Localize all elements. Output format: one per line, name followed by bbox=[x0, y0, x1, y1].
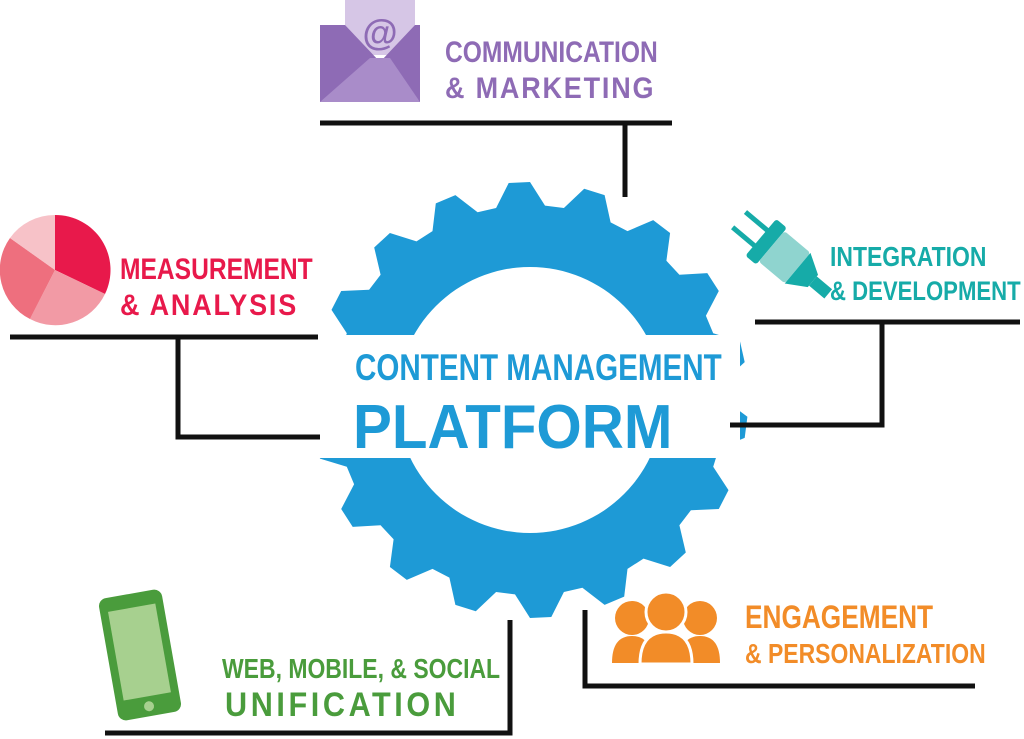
integration-subtitle: & DEVELOPMENT bbox=[830, 276, 1021, 306]
connector-web bbox=[105, 620, 513, 736]
svg-text:@: @ bbox=[362, 12, 397, 53]
connector-integration-stem bbox=[730, 322, 885, 428]
engagement-subtitle: & PERSONALIZATION bbox=[745, 638, 986, 669]
phone-icon bbox=[98, 589, 182, 721]
center-title-line1: CONTENT MANAGEMENT bbox=[355, 347, 722, 388]
people-icon bbox=[612, 590, 720, 666]
envelope-icon: @ bbox=[320, 0, 420, 102]
communication-subtitle: & MARKETING bbox=[445, 72, 656, 105]
measurement-title: MEASUREMENT bbox=[120, 253, 313, 286]
web-title: WEB, MOBILE, & SOCIAL bbox=[222, 653, 501, 684]
integration-title: INTEGRATION bbox=[830, 241, 987, 272]
measurement-subtitle: & ANALYSIS bbox=[120, 289, 299, 322]
web-subtitle: UNIFICATION bbox=[225, 686, 460, 724]
gear-icon bbox=[312, 182, 748, 618]
communication-title: COMMUNICATION bbox=[445, 36, 658, 69]
plug-icon bbox=[731, 210, 833, 299]
connector-engagement bbox=[582, 610, 975, 689]
pie-chart-icon bbox=[0, 214, 111, 326]
engagement-title: ENGAGEMENT bbox=[745, 599, 934, 635]
gear-shape bbox=[312, 182, 748, 618]
center-title-line2: PLATFORM bbox=[353, 393, 673, 462]
connector-measurement-stem bbox=[175, 337, 320, 440]
connector-lines bbox=[10, 120, 1020, 736]
